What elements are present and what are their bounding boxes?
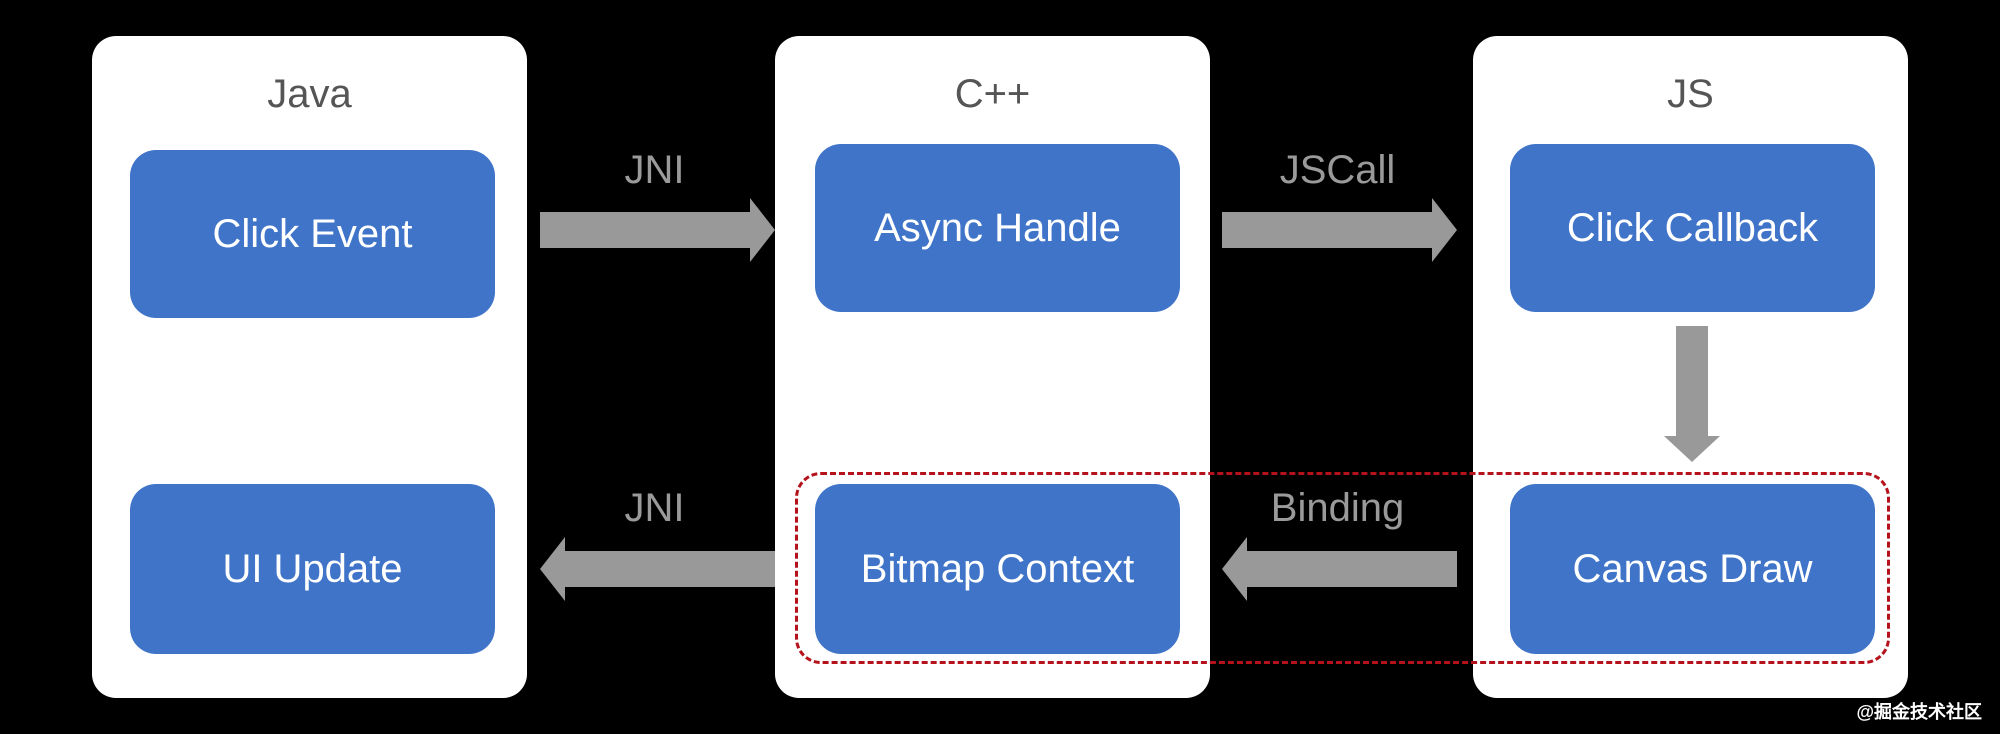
js-column-title: JS	[1667, 72, 1714, 116]
java-to-cpp-arrow	[540, 198, 775, 262]
click-callback-node: Click Callback	[1510, 144, 1875, 312]
cpp-to-java-arrow	[540, 537, 775, 601]
js-to-cpp-arrow	[1222, 537, 1457, 601]
cpp-column-title: C++	[954, 72, 1031, 116]
jni-top-label: JNI	[624, 148, 685, 192]
ui-update-node: UI Update	[130, 484, 495, 654]
java-column-title: Java	[267, 72, 352, 116]
click-event-node: Click Event	[130, 150, 495, 318]
bitmap-context-node: Bitmap Context	[815, 484, 1180, 654]
cpp-to-js-arrow	[1222, 198, 1457, 262]
async-handle-node: Async Handle	[815, 144, 1180, 312]
jscall-label: JSCall	[1279, 148, 1396, 192]
callback-to-draw-arrow	[1664, 326, 1720, 462]
watermark: @掘金技术社区	[1856, 702, 1982, 722]
jni-bottom-label: JNI	[624, 486, 685, 530]
binding-highlight-box	[795, 472, 1890, 664]
canvas-draw-node: Canvas Draw	[1510, 484, 1875, 654]
binding-label: Binding	[1270, 486, 1405, 530]
